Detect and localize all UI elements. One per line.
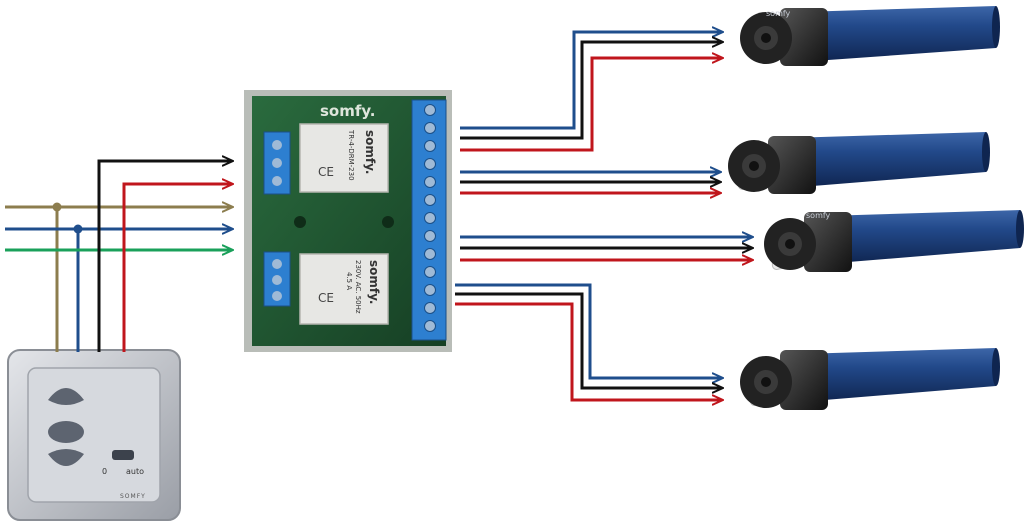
mount-hole — [294, 216, 306, 228]
controller-board: somfy. CE somfy. TR-4-DRM-230 CE somfy. … — [244, 90, 452, 352]
motor1-down-wire — [460, 58, 722, 152]
motor-wires — [455, 32, 752, 400]
terminal-screw — [424, 140, 436, 152]
neutral-junction-dot-icon — [52, 202, 62, 212]
terminal-screw — [424, 122, 436, 134]
tubular-motor-3: somfy — [764, 210, 1024, 272]
board-brand: somfy. — [320, 102, 376, 120]
terminal-screw — [424, 248, 436, 260]
supply-wires — [5, 161, 232, 352]
module1-brand: somfy. — [363, 130, 377, 174]
terminal-screw — [424, 284, 436, 296]
switch-plate — [27, 367, 161, 503]
switch-brand: SOMFY — [120, 493, 146, 500]
terminal-screw — [424, 194, 436, 206]
live-junction-dot-icon — [73, 224, 83, 234]
relay-module-top: CE somfy. TR-4-DRM-230 — [299, 123, 389, 193]
mode-off-label: 0 — [102, 467, 107, 476]
motor1-brand: somfy — [766, 9, 791, 18]
tubular-motor-1: somfy — [740, 6, 1000, 66]
terminal-screw — [424, 266, 436, 278]
terminal-screw — [424, 104, 436, 116]
right-terminal-strip — [411, 99, 447, 341]
motor4-down-wire — [455, 302, 722, 400]
switch-down-wire — [122, 184, 232, 352]
motor4-up-wire — [455, 292, 722, 388]
mode-slider[interactable] — [112, 450, 134, 460]
motor4-neutral-wire — [455, 283, 722, 378]
stop-button[interactable] — [48, 421, 84, 443]
motor1-up-wire — [460, 42, 722, 140]
switch-up-wire — [97, 161, 232, 352]
module2-spec1: 230V. AC. 50Hz — [354, 260, 362, 314]
tubular-motor-4 — [740, 348, 1000, 410]
tubular-motor-2 — [728, 132, 990, 194]
mount-hole — [382, 216, 394, 228]
terminal-screw — [424, 302, 436, 314]
left-terminal-top — [263, 131, 291, 195]
left-terminal-bottom — [263, 251, 291, 307]
terminal-screw — [424, 320, 436, 332]
module2-brand: somfy. — [367, 260, 381, 304]
svg-text:CE: CE — [318, 165, 334, 179]
motor3-brand: somfy — [806, 211, 831, 220]
switch-buttons — [48, 388, 84, 466]
module2-spec2: 4.5 A — [345, 272, 353, 290]
terminal-screw — [424, 230, 436, 242]
wall-switch: 0 auto SOMFY — [7, 349, 181, 521]
module1-model: TR-4-DRM-230 — [347, 129, 355, 181]
terminal-screw — [424, 158, 436, 170]
motor1-neutral-wire — [460, 32, 722, 130]
terminal-screw — [424, 212, 436, 224]
relay-module-bottom: CE somfy. 230V. AC. 50Hz 4.5 A — [299, 253, 389, 325]
mode-auto-label: auto — [126, 467, 144, 476]
terminal-screw — [424, 176, 436, 188]
up-button[interactable] — [48, 388, 84, 405]
svg-text:CE: CE — [318, 291, 334, 305]
down-button[interactable] — [48, 449, 84, 466]
